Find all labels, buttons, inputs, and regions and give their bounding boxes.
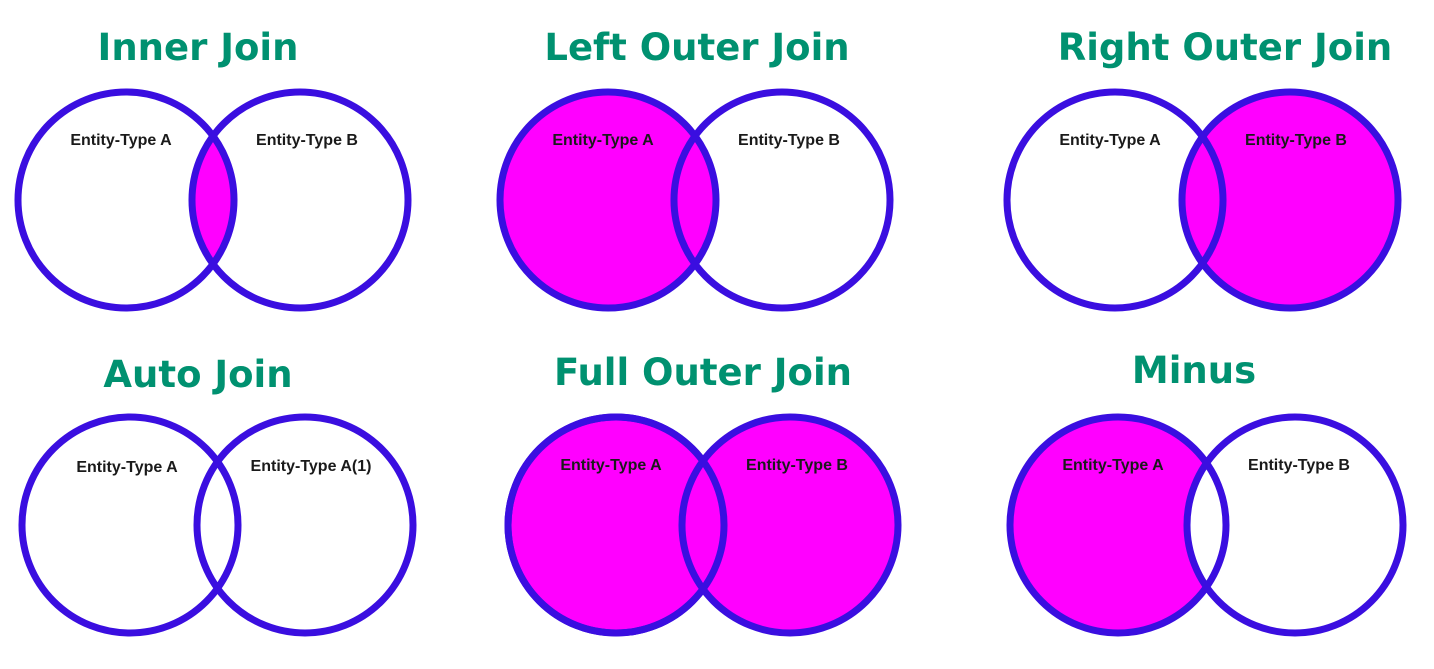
right-circle-label: Entity-Type B xyxy=(1248,457,1350,474)
circle-left xyxy=(1006,413,1230,637)
panel-inner-join: Inner Join Entity-Type A Entity-Type B xyxy=(14,26,412,312)
left-circle-label: Entity-Type A xyxy=(1062,457,1164,474)
left-circle-label: Entity-Type A xyxy=(560,457,662,474)
left-circle-label: Entity-Type A xyxy=(76,459,178,476)
circle-left xyxy=(496,88,720,312)
panel-title: Minus xyxy=(1132,349,1256,392)
circle-left xyxy=(14,88,238,312)
panel-right-outer-join: Right Outer Join Entity-Type A Entity-Ty… xyxy=(1003,26,1402,312)
circle-right xyxy=(1178,88,1402,312)
left-circle-label: Entity-Type A xyxy=(70,132,172,149)
circle-right xyxy=(670,88,894,312)
right-circle-label: Entity-Type B xyxy=(746,457,848,474)
left-circle-label: Entity-Type A xyxy=(552,132,654,149)
panel-title: Full Outer Join xyxy=(554,351,852,394)
left-only-fill xyxy=(1010,417,1226,633)
panel-title: Right Outer Join xyxy=(1058,26,1392,69)
left-circle-label: Entity-Type A xyxy=(1059,132,1161,149)
panel-title: Auto Join xyxy=(103,353,292,396)
circle-right xyxy=(188,88,412,312)
circle-left xyxy=(1003,88,1227,312)
circle-right xyxy=(193,413,417,637)
right-circle-label: Entity-Type B xyxy=(256,132,358,149)
right-circle-label: Entity-Type B xyxy=(1245,132,1347,149)
panel-title: Left Outer Join xyxy=(544,26,849,69)
panel-minus: Minus Entity-Type A Entity-Type B xyxy=(1006,349,1407,637)
circle-left xyxy=(18,413,242,637)
circle-left-outline xyxy=(504,413,728,637)
panel-left-outer-join: Left Outer Join Entity-Type A Entity-Typ… xyxy=(496,26,894,312)
panel-auto-join: Auto Join Entity-Type A Entity-Type A(1) xyxy=(18,353,417,637)
panel-title: Inner Join xyxy=(98,26,299,69)
circle-right xyxy=(678,413,902,637)
right-circle-label: Entity-Type A(1) xyxy=(251,458,372,475)
circle-right xyxy=(1183,413,1407,637)
panel-full-outer-join: Full Outer Join Entity-Type A Entity-Typ… xyxy=(504,351,902,637)
right-circle-label: Entity-Type B xyxy=(738,132,840,149)
